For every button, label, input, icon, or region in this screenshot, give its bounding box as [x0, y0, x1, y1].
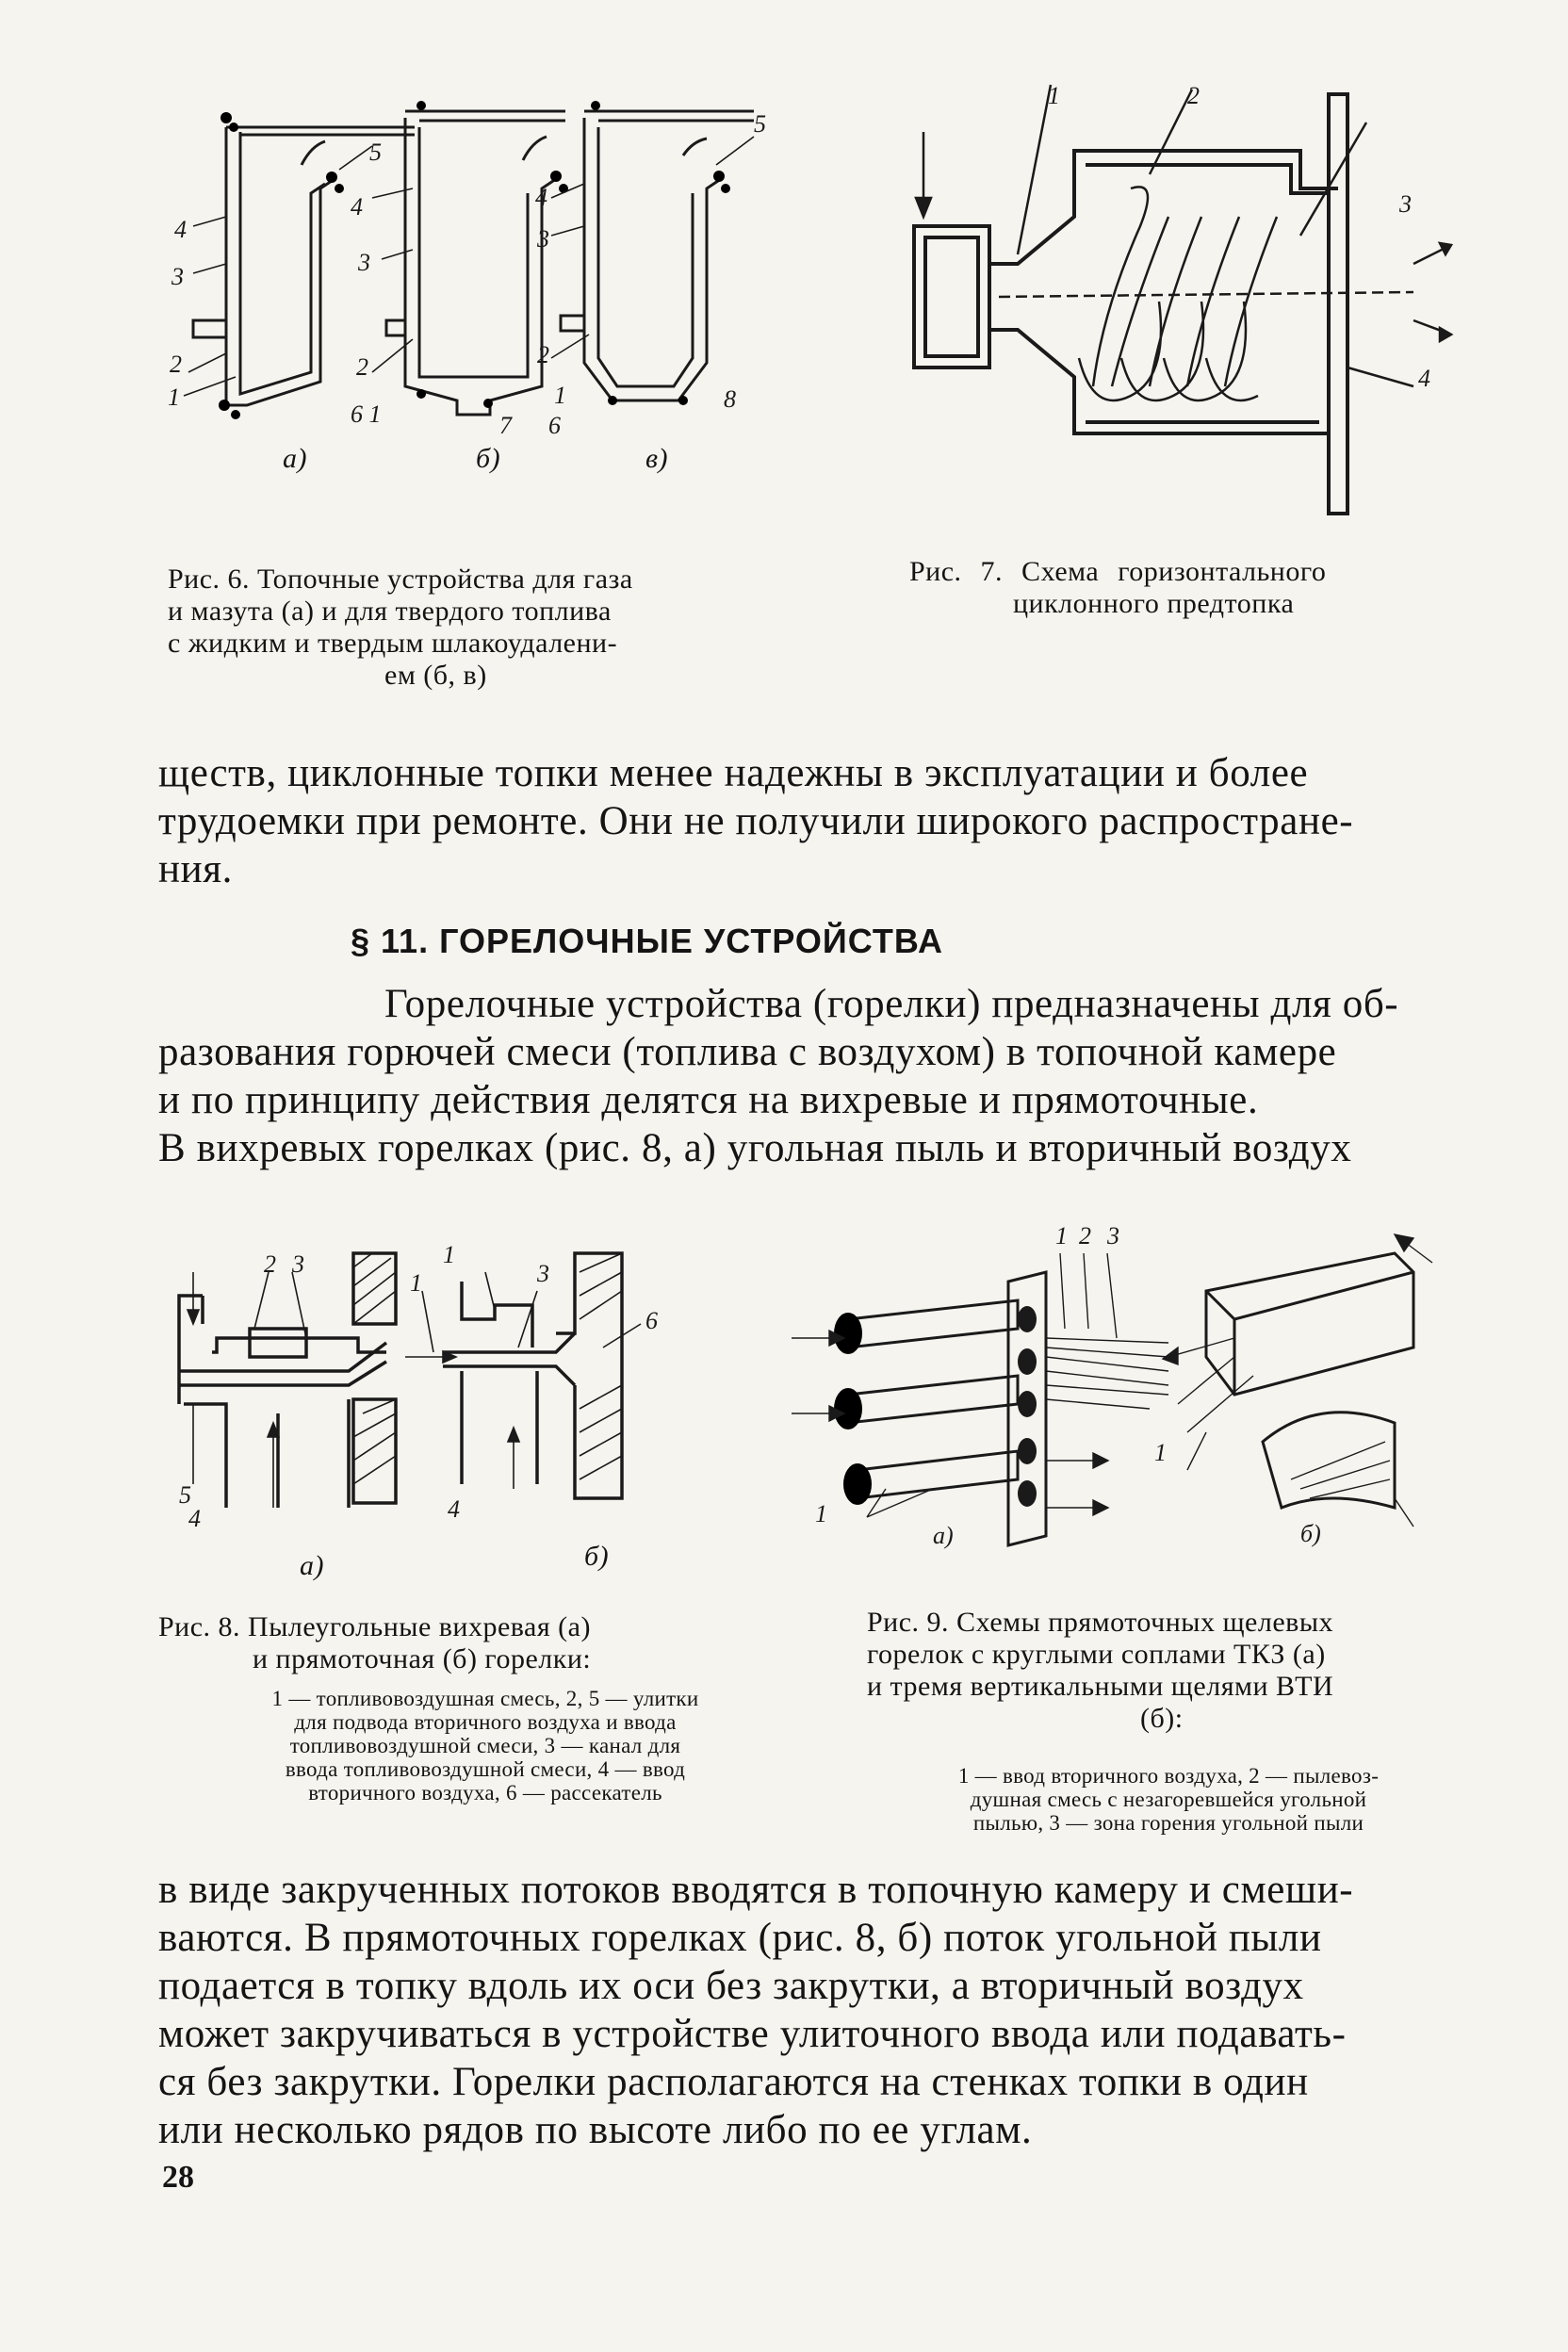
fig9-caption: Рис. 9. Схемы прямоточных щелевых горело… [867, 1607, 1334, 1734]
fig6-caption: Рис. 6. Топочные устройства для газа и м… [168, 564, 633, 691]
svg-text:3: 3 [1106, 1222, 1119, 1250]
fig8-legend: 1 — топливовоздушная смесь, 2, 5 — улитк… [271, 1687, 699, 1805]
figure-7-drawing: 1 2 3 4 [886, 75, 1470, 547]
fig7-caption: Рис. 7. Схема горизонтального циклонного… [909, 556, 1327, 619]
svg-text:а): а) [933, 1522, 954, 1549]
fig9-legend: 1 — ввод вторичного воздуха, 2 — пылевоз… [957, 1764, 1380, 1835]
fig6-label-2c: 2 [537, 341, 549, 368]
page-number: 28 [162, 2160, 194, 2195]
fig6-label-8: 8 [724, 385, 736, 413]
fig6-label-1c: 1 [554, 382, 566, 409]
svg-text:4: 4 [448, 1495, 460, 1523]
paragraph-1: ществ, циклонные топки менее надежны в э… [158, 751, 1354, 891]
fig6-label-2b: 2 [356, 353, 368, 381]
svg-text:1: 1 [443, 1241, 455, 1268]
section-heading: § 11. ГОРЕЛОЧНЫЕ УСТРОЙСТВА [351, 922, 944, 960]
fig6-label-4b: 4 [351, 193, 363, 220]
paragraph-2: Горелочные устройства (горелки) предназн… [158, 982, 1399, 1170]
fig6-label-4: 4 [174, 216, 187, 243]
fig6-sub-a: а) [283, 443, 307, 474]
svg-text:3: 3 [291, 1250, 304, 1278]
fig8-sub-a: а) [300, 1550, 324, 1581]
fig6-label-3c: 3 [536, 225, 549, 253]
svg-text:1: 1 [1154, 1439, 1167, 1466]
svg-text:1: 1 [410, 1269, 422, 1297]
fig8-sub-b: б) [584, 1541, 610, 1572]
svg-text:6: 6 [645, 1307, 658, 1334]
svg-text:4: 4 [1418, 365, 1430, 392]
svg-text:2: 2 [264, 1250, 276, 1278]
fig6-label-6b: 6 [548, 412, 561, 439]
figure-6-labels: 4 3 2 1 5 4 3 2 6 1 7 6 4 3 2 1 5 8 [168, 110, 766, 439]
fig6-label-5: 5 [369, 139, 382, 166]
paragraph-3: в виде закрученных потоков вводятся в то… [158, 1868, 1354, 2152]
fig6-label-1: 1 [168, 384, 180, 411]
svg-text:4: 4 [188, 1505, 201, 1532]
svg-text:3: 3 [1398, 190, 1412, 218]
svg-text:3: 3 [536, 1260, 549, 1287]
svg-text:1: 1 [1055, 1222, 1068, 1250]
fig8-caption: Рис. 8. Пылеугольные вихревая (а) и прям… [158, 1611, 592, 1674]
fig6-label-5c: 5 [754, 110, 766, 138]
svg-text:б): б) [1300, 1520, 1321, 1547]
fig6-sub-c: в) [645, 443, 669, 474]
fig6-label-7: 7 [499, 412, 513, 439]
fig6-label-2: 2 [170, 351, 182, 378]
fig6-label-3b: 3 [357, 249, 370, 276]
svg-text:5: 5 [179, 1481, 191, 1509]
fig6-label-6a: 6 1 [351, 400, 382, 428]
svg-text:1: 1 [1048, 82, 1060, 109]
svg-text:2: 2 [1079, 1222, 1091, 1250]
fig6-sub-b: б) [476, 443, 501, 474]
fig6-label-3: 3 [171, 263, 184, 290]
fig6-label-4c: 4 [535, 184, 547, 211]
svg-text:2: 2 [1187, 82, 1200, 109]
svg-text:1: 1 [815, 1500, 827, 1527]
